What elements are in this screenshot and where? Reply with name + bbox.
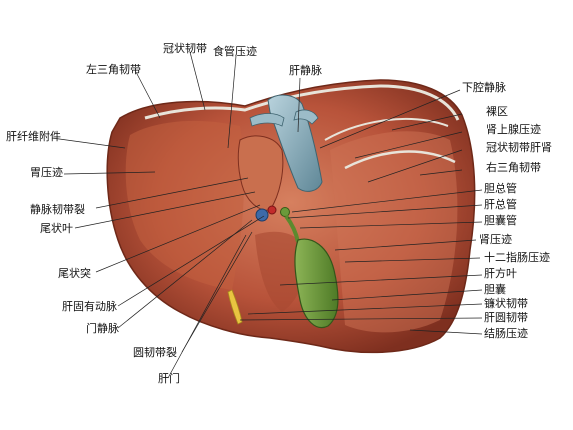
label-esophageal-impression: 食管压迹 [213,45,257,58]
hepatic-vein-branch [249,113,285,127]
portal-vein-section [255,208,269,222]
label-proper-hepatic-artery: 肝固有动脉 [62,300,117,313]
leader-lines [51,51,483,379]
label-gallbladder: 胆囊 [484,283,506,296]
coronary-ligament-rim [144,84,460,121]
label-inferior-vena-cava: 下腔静脉 [462,81,506,94]
label-fissure-ligamentum-teres: 圆韧带裂 [133,346,177,359]
label-caudate-process: 尾状突 [58,267,91,280]
label-suprarenal-impression: 肾上腺压迹 [486,123,541,136]
label-quadrate-lobe: 肝方叶 [484,267,517,280]
label-coronary-ligament: 冠状韧带 [163,42,207,55]
hepatic-vein-branch-right [293,109,319,125]
label-fibrous-appendix: 肝纤维附件 [6,130,61,143]
label-left-triangular-ligament: 左三角韧带 [86,63,141,76]
label-common-bile-duct: 胆总管 [484,182,517,195]
label-falciform-ligament: 镰状韧带 [484,297,528,310]
label-caudate-lobe: 尾状叶 [40,222,73,235]
label-colic-impression: 结肠压迹 [484,327,528,340]
label-hepatorenal-coronary-ligament: 冠状韧带肝肾 [486,141,552,154]
label-cystic-duct: 胆囊管 [484,214,517,227]
label-porta-hepatis: 肝门 [158,372,180,385]
label-right-triangular-ligament: 右三角韧带 [486,161,541,174]
ligamentum-teres-shape [227,289,243,325]
label-bare-area: 裸区 [486,105,508,118]
bile-duct-section [280,207,290,217]
quadrate-lobe-shade [255,231,306,312]
right-ligament-rim [344,150,456,170]
hepatic-artery-section [267,205,277,215]
label-renal-impression: 肾压迹 [479,233,512,246]
label-ligamentum-teres: 肝圆韧带 [484,311,528,324]
right-lobe-shade [330,131,458,333]
label-common-hepatic-duct: 肝总管 [484,198,517,211]
label-gastric-impression: 胃压迹 [30,166,63,179]
cystic-duct-shape [284,214,300,243]
label-portal-vein: 门静脉 [86,322,119,335]
bare-area-rim [324,117,449,141]
label-duodenal-impression: 十二指肠压迹 [484,251,550,264]
label-hepatic-veins: 肝静脉 [289,64,322,77]
label-fissure-ligamentum-venosum: 静脉韧带裂 [30,203,85,216]
